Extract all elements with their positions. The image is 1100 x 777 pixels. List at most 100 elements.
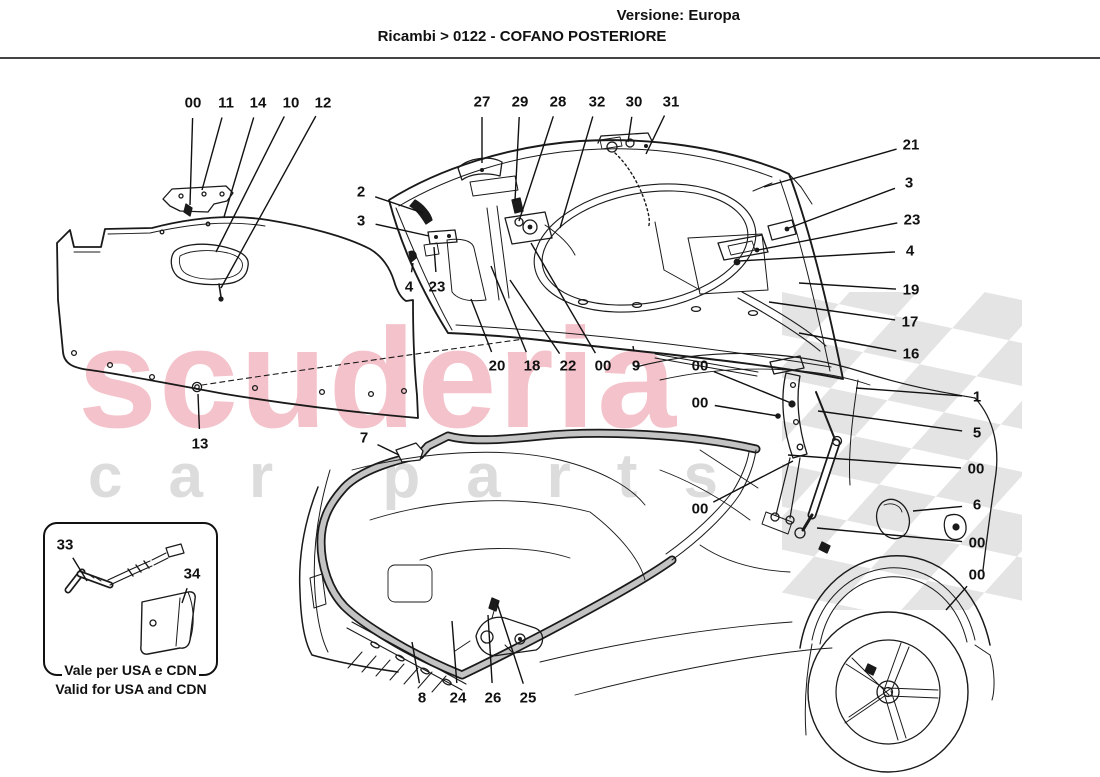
checkered-flag-watermark xyxy=(782,292,1022,610)
lid-left-hinge xyxy=(408,199,458,263)
leader-line-00-34 xyxy=(714,404,779,417)
callout-22-30: 22 xyxy=(560,358,577,375)
leader-line-12-4 xyxy=(220,115,317,289)
trunk-lid xyxy=(388,132,844,380)
fuel-filler xyxy=(875,498,911,540)
callout-23-17: 23 xyxy=(904,212,921,229)
release-cable-loop xyxy=(533,183,827,352)
callout-20-28: 20 xyxy=(489,358,506,375)
lid-latch-mechanism xyxy=(504,197,576,256)
leader-line-34-43 xyxy=(181,587,188,604)
leader-line-9-32 xyxy=(632,345,635,352)
leader-line-19-19 xyxy=(798,282,897,290)
callout-00-26: 00 xyxy=(969,535,986,552)
callout-27-5: 27 xyxy=(474,94,491,111)
leader-line-23-17 xyxy=(757,222,898,251)
watermark-brand-text: scuderia xyxy=(78,299,679,458)
leader-line-30-9 xyxy=(627,116,633,143)
callout-17-20: 17 xyxy=(902,314,919,331)
callout-00-35: 00 xyxy=(692,501,709,518)
callout-19-19: 19 xyxy=(903,282,920,299)
callout-26-40: 26 xyxy=(485,690,502,707)
lid-right-hinge xyxy=(717,219,797,266)
callout-30-9: 30 xyxy=(626,94,643,111)
leader-line-8-38 xyxy=(411,641,421,684)
callout-12-4: 12 xyxy=(315,95,332,112)
leader-line-00-31 xyxy=(530,242,597,354)
callout-00-31: 00 xyxy=(595,358,612,375)
usa-cdn-note-english: Valid for USA and CDN xyxy=(55,681,207,697)
callout-34-43: 34 xyxy=(184,566,201,583)
callout-11-1: 11 xyxy=(218,95,234,112)
leader-line-00-24 xyxy=(787,454,962,469)
callout-00-33: 00 xyxy=(692,358,709,375)
leader-line-22-30 xyxy=(509,279,561,354)
leader-line-00-33 xyxy=(713,370,792,404)
rear-deck xyxy=(635,352,976,399)
leader-line-28-7 xyxy=(518,116,554,222)
callout-32-8: 32 xyxy=(589,94,606,111)
version-label: Versione: Europa xyxy=(616,7,740,24)
callout-25-41: 25 xyxy=(520,690,537,707)
leader-line-20-28 xyxy=(470,298,493,353)
callout-7-37: 7 xyxy=(360,430,368,447)
leader-line-5-23 xyxy=(817,410,963,432)
callout-8-38: 8 xyxy=(418,690,426,707)
leader-line-25-41 xyxy=(496,602,524,684)
leader-line-4-18 xyxy=(738,251,896,262)
alignment-dashed-line xyxy=(201,338,525,386)
callout-6-25: 6 xyxy=(973,497,981,514)
callout-00-0: 00 xyxy=(185,95,202,112)
leader-line-29-6 xyxy=(514,116,520,202)
callout-14-2: 14 xyxy=(250,95,267,112)
leader-line-00-0 xyxy=(189,117,194,206)
leader-line-23-14 xyxy=(433,246,437,273)
leader-line-00-35 xyxy=(712,460,794,503)
trim-panel-holes xyxy=(70,221,408,398)
callout-21-15: 21 xyxy=(903,137,920,154)
callout-00-34: 00 xyxy=(692,395,709,412)
usa-cdn-note-box xyxy=(43,522,218,676)
leader-line-10-3 xyxy=(215,116,285,253)
callout-10-3: 10 xyxy=(283,95,300,112)
leader-line-21-15 xyxy=(763,148,897,188)
leader-line-00-27 xyxy=(945,585,968,611)
leader-line-4-13 xyxy=(410,262,414,273)
leader-line-1-22 xyxy=(855,387,963,397)
leader-line-24-39 xyxy=(451,620,458,684)
callout-18-29: 18 xyxy=(524,358,541,375)
callout-29-6: 29 xyxy=(512,94,529,111)
trunk-seal xyxy=(316,428,761,680)
leader-line-17-20 xyxy=(768,301,896,321)
lid-hinge-support xyxy=(457,157,519,197)
leader-line-13-36 xyxy=(197,393,201,430)
callout-16-21: 16 xyxy=(903,346,920,363)
callout-2-11: 2 xyxy=(357,184,365,201)
leader-line-7-37 xyxy=(377,443,400,456)
car-body xyxy=(298,379,998,773)
leader-line-32-8 xyxy=(559,116,594,229)
callout-24-39: 24 xyxy=(450,690,467,707)
usa-cdn-parts xyxy=(64,543,196,655)
callout-4-13: 4 xyxy=(405,279,414,296)
callout-1-22: 1 xyxy=(973,389,981,406)
header-divider xyxy=(0,57,1100,59)
leader-line-6-25 xyxy=(912,505,963,512)
lid-lock-assembly xyxy=(597,132,653,153)
leader-line-26-40 xyxy=(487,614,493,684)
callout-13-36: 13 xyxy=(192,436,209,453)
breadcrumb: Ricambi > 0122 - COFANO POSTERIORE xyxy=(377,28,667,45)
callout-00-24: 00 xyxy=(968,461,985,478)
callout-3-16: 3 xyxy=(905,175,913,192)
leader-line-33-42 xyxy=(72,557,88,582)
leader-line-14-2 xyxy=(223,117,255,218)
callout-5-23: 5 xyxy=(973,425,981,442)
leader-line-2-11 xyxy=(374,196,424,214)
callout-23-14: 23 xyxy=(429,279,446,296)
trunk-trim-panel xyxy=(56,216,525,419)
callout-33-42: 33 xyxy=(57,537,74,554)
leader-line-16-21 xyxy=(798,332,897,352)
leader-line-3-12 xyxy=(375,223,430,237)
